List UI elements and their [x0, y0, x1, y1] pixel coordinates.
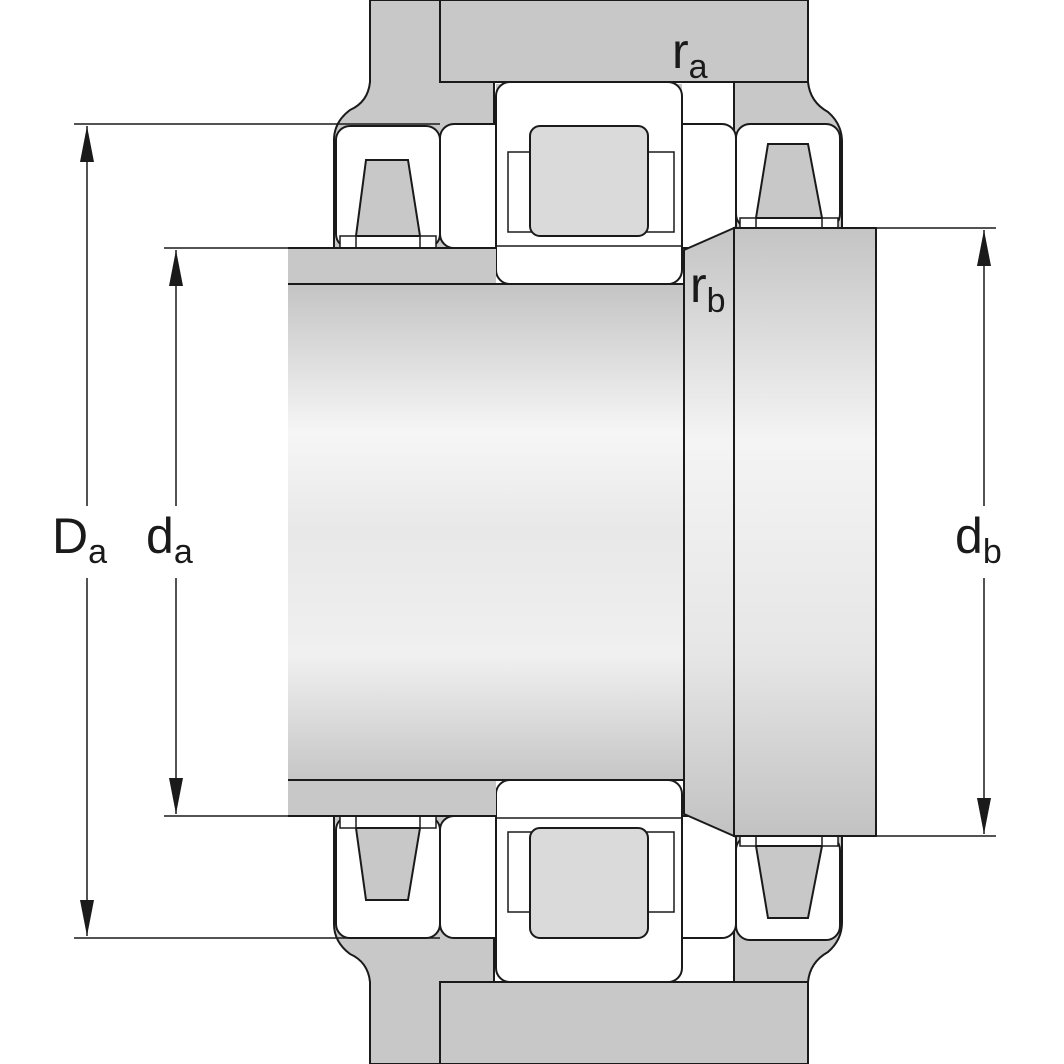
- seal-top-right: [735, 123, 841, 229]
- label-da: da: [146, 508, 193, 571]
- dimension-db: [876, 227, 996, 837]
- shaft: [288, 226, 877, 838]
- seal-top-left: [335, 125, 441, 249]
- dimension-da: [164, 247, 288, 817]
- label-rb: rb: [690, 257, 726, 320]
- label-db: db: [955, 508, 1002, 571]
- dimension-Da: [74, 123, 440, 939]
- seal-bottom-right: [735, 835, 841, 941]
- seal-bottom-left: [335, 815, 441, 939]
- label-ra: ra: [672, 23, 708, 86]
- bearing-top: [439, 81, 737, 285]
- bearing-bottom: [439, 779, 737, 983]
- label-Da: Da: [52, 508, 107, 571]
